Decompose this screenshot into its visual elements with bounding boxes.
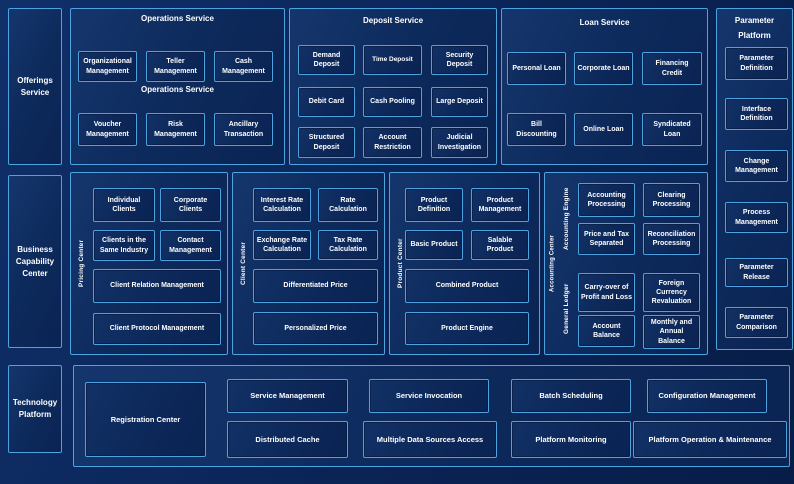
box-personal-loan: Personal Loan: [507, 52, 566, 85]
box-syndicated-loan: Syndicated Loan: [642, 113, 702, 146]
box-batch-scheduling: Batch Scheduling: [511, 379, 631, 413]
box-security-deposit: Security Deposit: [431, 45, 488, 75]
box-structured-deposit: Structured Deposit: [298, 127, 355, 158]
box-clients-same-industry: Clients in the Same Industry: [93, 230, 155, 261]
box-service-invocation: Service Invocation: [369, 379, 489, 413]
parameter-platform-title: Parameter Platform: [734, 16, 775, 41]
operations-service-subtitle: Operations Service: [141, 85, 214, 94]
box-online-loan: Online Loan: [574, 113, 633, 146]
box-monthly-annual-balance: Monthly and Annual Balance: [643, 315, 700, 349]
client-center-label: Client Center: [240, 241, 247, 286]
box-price-and-tax-separated: Price and Tax Separated: [578, 223, 635, 255]
box-multiple-data-sources-access: Multiple Data Sources Access: [363, 421, 497, 458]
box-financing-credit: Financing Credit: [642, 52, 702, 85]
box-reconciliation-processing: Reconciliation Processing: [643, 223, 700, 255]
technology-platform-label: Technology Platform: [12, 398, 58, 419]
box-teller-management: Teller Management: [146, 51, 205, 82]
box-product-engine: Product Engine: [405, 312, 529, 345]
box-platform-operation-maintenance: Platform Operation & Maintenance: [633, 421, 787, 458]
box-account-balance: Account Balance: [578, 315, 635, 347]
box-personalized-price: Personalized Price: [253, 312, 378, 345]
box-combined-product: Combined Product: [405, 269, 529, 303]
box-basic-product: Basic Product: [405, 230, 463, 260]
accounting-center-label: Accounting Center: [549, 234, 556, 293]
box-parameter-release: Parameter Release: [725, 258, 788, 287]
box-interest-rate-calculation: Interest Rate Calculation: [253, 188, 311, 222]
box-demand-deposit: Demand Deposit: [298, 45, 355, 75]
box-clearing-processing: Clearing Processing: [643, 183, 700, 217]
offerings-service-panel: Offerings Service: [8, 8, 62, 165]
box-corporate-loan: Corporate Loan: [574, 52, 633, 85]
box-product-management: Product Management: [471, 188, 529, 222]
accounting-engine-label: Accounting Engine: [563, 187, 570, 251]
box-process-management: Process Management: [725, 202, 788, 233]
box-parameter-comparison: Parameter Comparison: [725, 307, 788, 338]
offerings-service-label: Offerings Service: [17, 75, 53, 97]
operations-service-title: Operations Service: [141, 14, 214, 23]
business-capability-label: Business Capability Center: [15, 244, 55, 278]
box-risk-management: Risk Management: [146, 113, 205, 146]
box-carry-over-profit-loss: Carry-over of Profit and Loss: [578, 273, 635, 312]
box-contact-management: Contact Management: [160, 230, 221, 261]
box-large-deposit: Large Deposit: [431, 87, 488, 117]
box-parameter-definition: Parameter Definition: [725, 47, 788, 80]
box-product-definition: Product Definition: [405, 188, 463, 222]
box-client-relation-management: Client Relation Management: [93, 269, 221, 303]
technology-platform-panel: Technology Platform: [8, 365, 62, 453]
box-platform-monitoring: Platform Monitoring: [511, 421, 631, 458]
deposit-service-title: Deposit Service: [362, 16, 424, 25]
box-debit-card: Debit Card: [298, 87, 355, 117]
box-organizational-management: Organizational Management: [78, 51, 137, 82]
box-accounting-processing: Accounting Processing: [578, 183, 635, 217]
box-cash-pooling: Cash Pooling: [363, 87, 422, 117]
general-ledger-label: General Ledger: [563, 283, 570, 335]
box-account-restriction: Account Restriction: [363, 127, 422, 158]
box-individual-clients: Individual Clients: [93, 188, 155, 222]
box-foreign-currency-revaluation: Foreign Currency Revaluation: [643, 273, 700, 312]
box-ancillary-transaction: Ancillary Transaction: [214, 113, 273, 146]
box-bill-discounting: Bill Discounting: [507, 113, 566, 146]
box-corporate-clients: Corporate Clients: [160, 188, 221, 222]
box-change-management: Change Management: [725, 150, 788, 182]
loan-service-title: Loan Service: [579, 18, 630, 27]
box-differentiated-price: Differentiated Price: [253, 269, 378, 303]
box-salable-product: Salable Product: [471, 230, 529, 260]
box-voucher-management: Voucher Management: [78, 113, 137, 146]
business-capability-panel: Business Capability Center: [8, 175, 62, 348]
box-client-protocol-management: Client Protocol Management: [93, 313, 221, 345]
box-registration-center: Registration Center: [85, 382, 206, 457]
box-time-deposit: Time Deposit: [363, 45, 422, 75]
pricing-center-label: Pricing Center: [78, 239, 85, 288]
box-judicial-investigation: Judicial Investigation: [431, 127, 488, 158]
box-tax-rate-calculation: Tax Rate Calculation: [318, 230, 378, 260]
box-interface-definition: Interface Definition: [725, 98, 788, 130]
box-service-management: Service Management: [227, 379, 348, 413]
box-configuration-management: Configuration Management: [647, 379, 767, 413]
box-exchange-rate-calculation: Exchange Rate Calculation: [253, 230, 311, 260]
box-cash-management: Cash Management: [214, 51, 273, 82]
box-distributed-cache: Distributed Cache: [227, 421, 348, 458]
box-rate-calculation: Rate Calculation: [318, 188, 378, 222]
